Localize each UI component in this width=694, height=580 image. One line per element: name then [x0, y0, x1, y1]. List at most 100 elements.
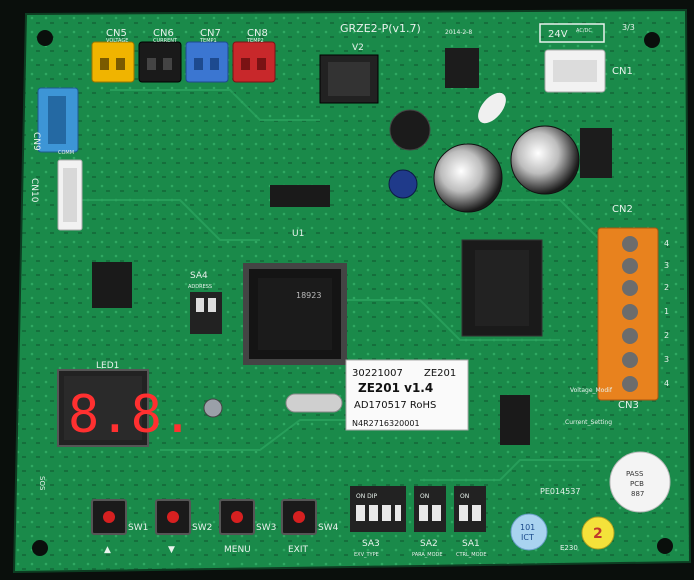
ic-top: [445, 48, 479, 88]
u1-label: U1: [292, 229, 304, 239]
sticker-serial: N4R2716320001: [352, 419, 420, 428]
sw4-caption: EXIT: [288, 545, 309, 555]
sticker-line1b: ZE201: [424, 368, 456, 379]
ic-right-lower: [500, 395, 530, 445]
terminal-number: 4: [664, 379, 669, 388]
yellow-sticker: [581, 516, 615, 550]
crystal: [285, 393, 343, 413]
terminal-number: 3: [664, 355, 669, 364]
ic-right: [580, 128, 612, 178]
sa4-sub: ADDRESS: [188, 284, 212, 290]
terminal-number: 2: [664, 283, 669, 292]
ict-sticker: [510, 513, 548, 551]
power-label: 24V: [548, 29, 568, 40]
cn7-sub: TEMP1: [199, 38, 217, 44]
button-sw2[interactable]: [155, 499, 191, 535]
cn10-label: CN10: [29, 178, 39, 203]
cn5-sub: VOLTAGE: [106, 38, 128, 44]
mount-hole: [657, 538, 673, 554]
cn10-sub: COMM: [58, 150, 74, 156]
terminal-numbers: 4 3 2 1 2 3 4: [664, 239, 669, 388]
connector-cn10: [57, 159, 83, 231]
cn6-label: CN6: [153, 28, 174, 39]
sw2-caption: ▼: [168, 545, 175, 555]
ic-left: [92, 262, 132, 308]
capacitor-blue: [388, 169, 418, 199]
sa3-label: SA3: [362, 539, 380, 549]
sw3-ref: SW3: [256, 523, 276, 533]
power-sup: AC/DC: [576, 28, 592, 34]
led-label: LED1: [96, 361, 119, 371]
extra-mark: E230: [560, 544, 578, 552]
sa2-label: SA2: [420, 539, 438, 549]
dip-sa2[interactable]: [414, 486, 446, 532]
dip-sa4-switch[interactable]: [208, 298, 216, 312]
sos-label: SOS: [38, 476, 46, 491]
cn5-label: CN5: [106, 28, 127, 39]
connector-cn6: [138, 41, 182, 83]
terminal-number: 2: [664, 331, 669, 340]
capacitor-small: [389, 109, 431, 151]
connector-cn1: [544, 49, 606, 93]
sa3-top: ON DIP: [356, 493, 378, 500]
part-label-sticker: [345, 359, 469, 431]
traces: [80, 89, 601, 481]
terminal-number: 3: [664, 261, 669, 270]
pass-l1: PASS: [626, 470, 644, 478]
chip-u1: [243, 263, 347, 365]
dip-sa1[interactable]: [454, 486, 486, 532]
right-mark: PE014537: [540, 487, 580, 496]
cn8-label: CN8: [247, 28, 268, 39]
cn3-label: CN3: [618, 400, 639, 411]
capacitor-large: [510, 125, 580, 195]
sticker-line1a: 30221007: [352, 368, 403, 379]
sw1-ref: SW1: [128, 523, 148, 533]
ict-l1: 101: [520, 523, 535, 532]
mount-hole: [32, 540, 48, 556]
cn7-label: CN7: [200, 28, 221, 39]
terminal-block: [597, 227, 659, 401]
board-model: GRZE2-P(v1.7): [340, 22, 421, 35]
board-date: 2014-2-8: [445, 29, 472, 36]
pass-sticker: [609, 451, 671, 513]
button-sw4[interactable]: [281, 499, 317, 535]
current-setting: Current_Setting: [565, 419, 612, 426]
button-sw1[interactable]: [91, 499, 127, 535]
sa1-label: SA1: [462, 539, 480, 549]
sa4-label: SA4: [190, 271, 208, 281]
sticker-line2: ZE201 v1.4: [358, 381, 433, 395]
connector-cn7: [185, 41, 229, 83]
mount-hole: [644, 32, 660, 48]
cn8-sub: TEMP2: [246, 38, 264, 44]
connector-cn9: [37, 87, 79, 153]
sw4-ref: SW4: [318, 523, 339, 533]
sa2-sub: PARA_MODE: [412, 552, 443, 558]
mount-hole: [37, 30, 53, 46]
sa2-top: ON: [420, 493, 429, 500]
header-row: [270, 185, 330, 207]
sa3-sub: EXV_TYPE: [354, 552, 379, 558]
dip-sa3[interactable]: [350, 486, 406, 532]
pass-l3: 887: [631, 490, 644, 498]
terminal-number: 4: [664, 239, 669, 248]
connector-cn5: [91, 41, 135, 83]
chip-v2: [319, 54, 379, 104]
button-sw3[interactable]: [219, 499, 255, 535]
terminal-number: 1: [664, 307, 669, 316]
led-display: [57, 369, 149, 447]
yellow-sticker-text: 2: [593, 526, 603, 542]
sw1-caption: ▲: [104, 545, 111, 555]
dip-sa4[interactable]: [190, 292, 222, 334]
voltage-mod: Voltage_Modif: [570, 387, 613, 394]
pass-l2: PCB: [630, 480, 644, 488]
thermal-pad: [478, 92, 506, 124]
sticker-line3: AD170517 RoHS: [354, 400, 436, 411]
board-page: 3/3: [622, 23, 635, 32]
cn9-label: CN9: [31, 132, 41, 151]
connector-cn8: [232, 41, 276, 83]
dip-sa4-switch[interactable]: [196, 298, 204, 312]
sw3-caption: MENU: [224, 545, 251, 555]
sa1-top: ON: [460, 493, 469, 500]
